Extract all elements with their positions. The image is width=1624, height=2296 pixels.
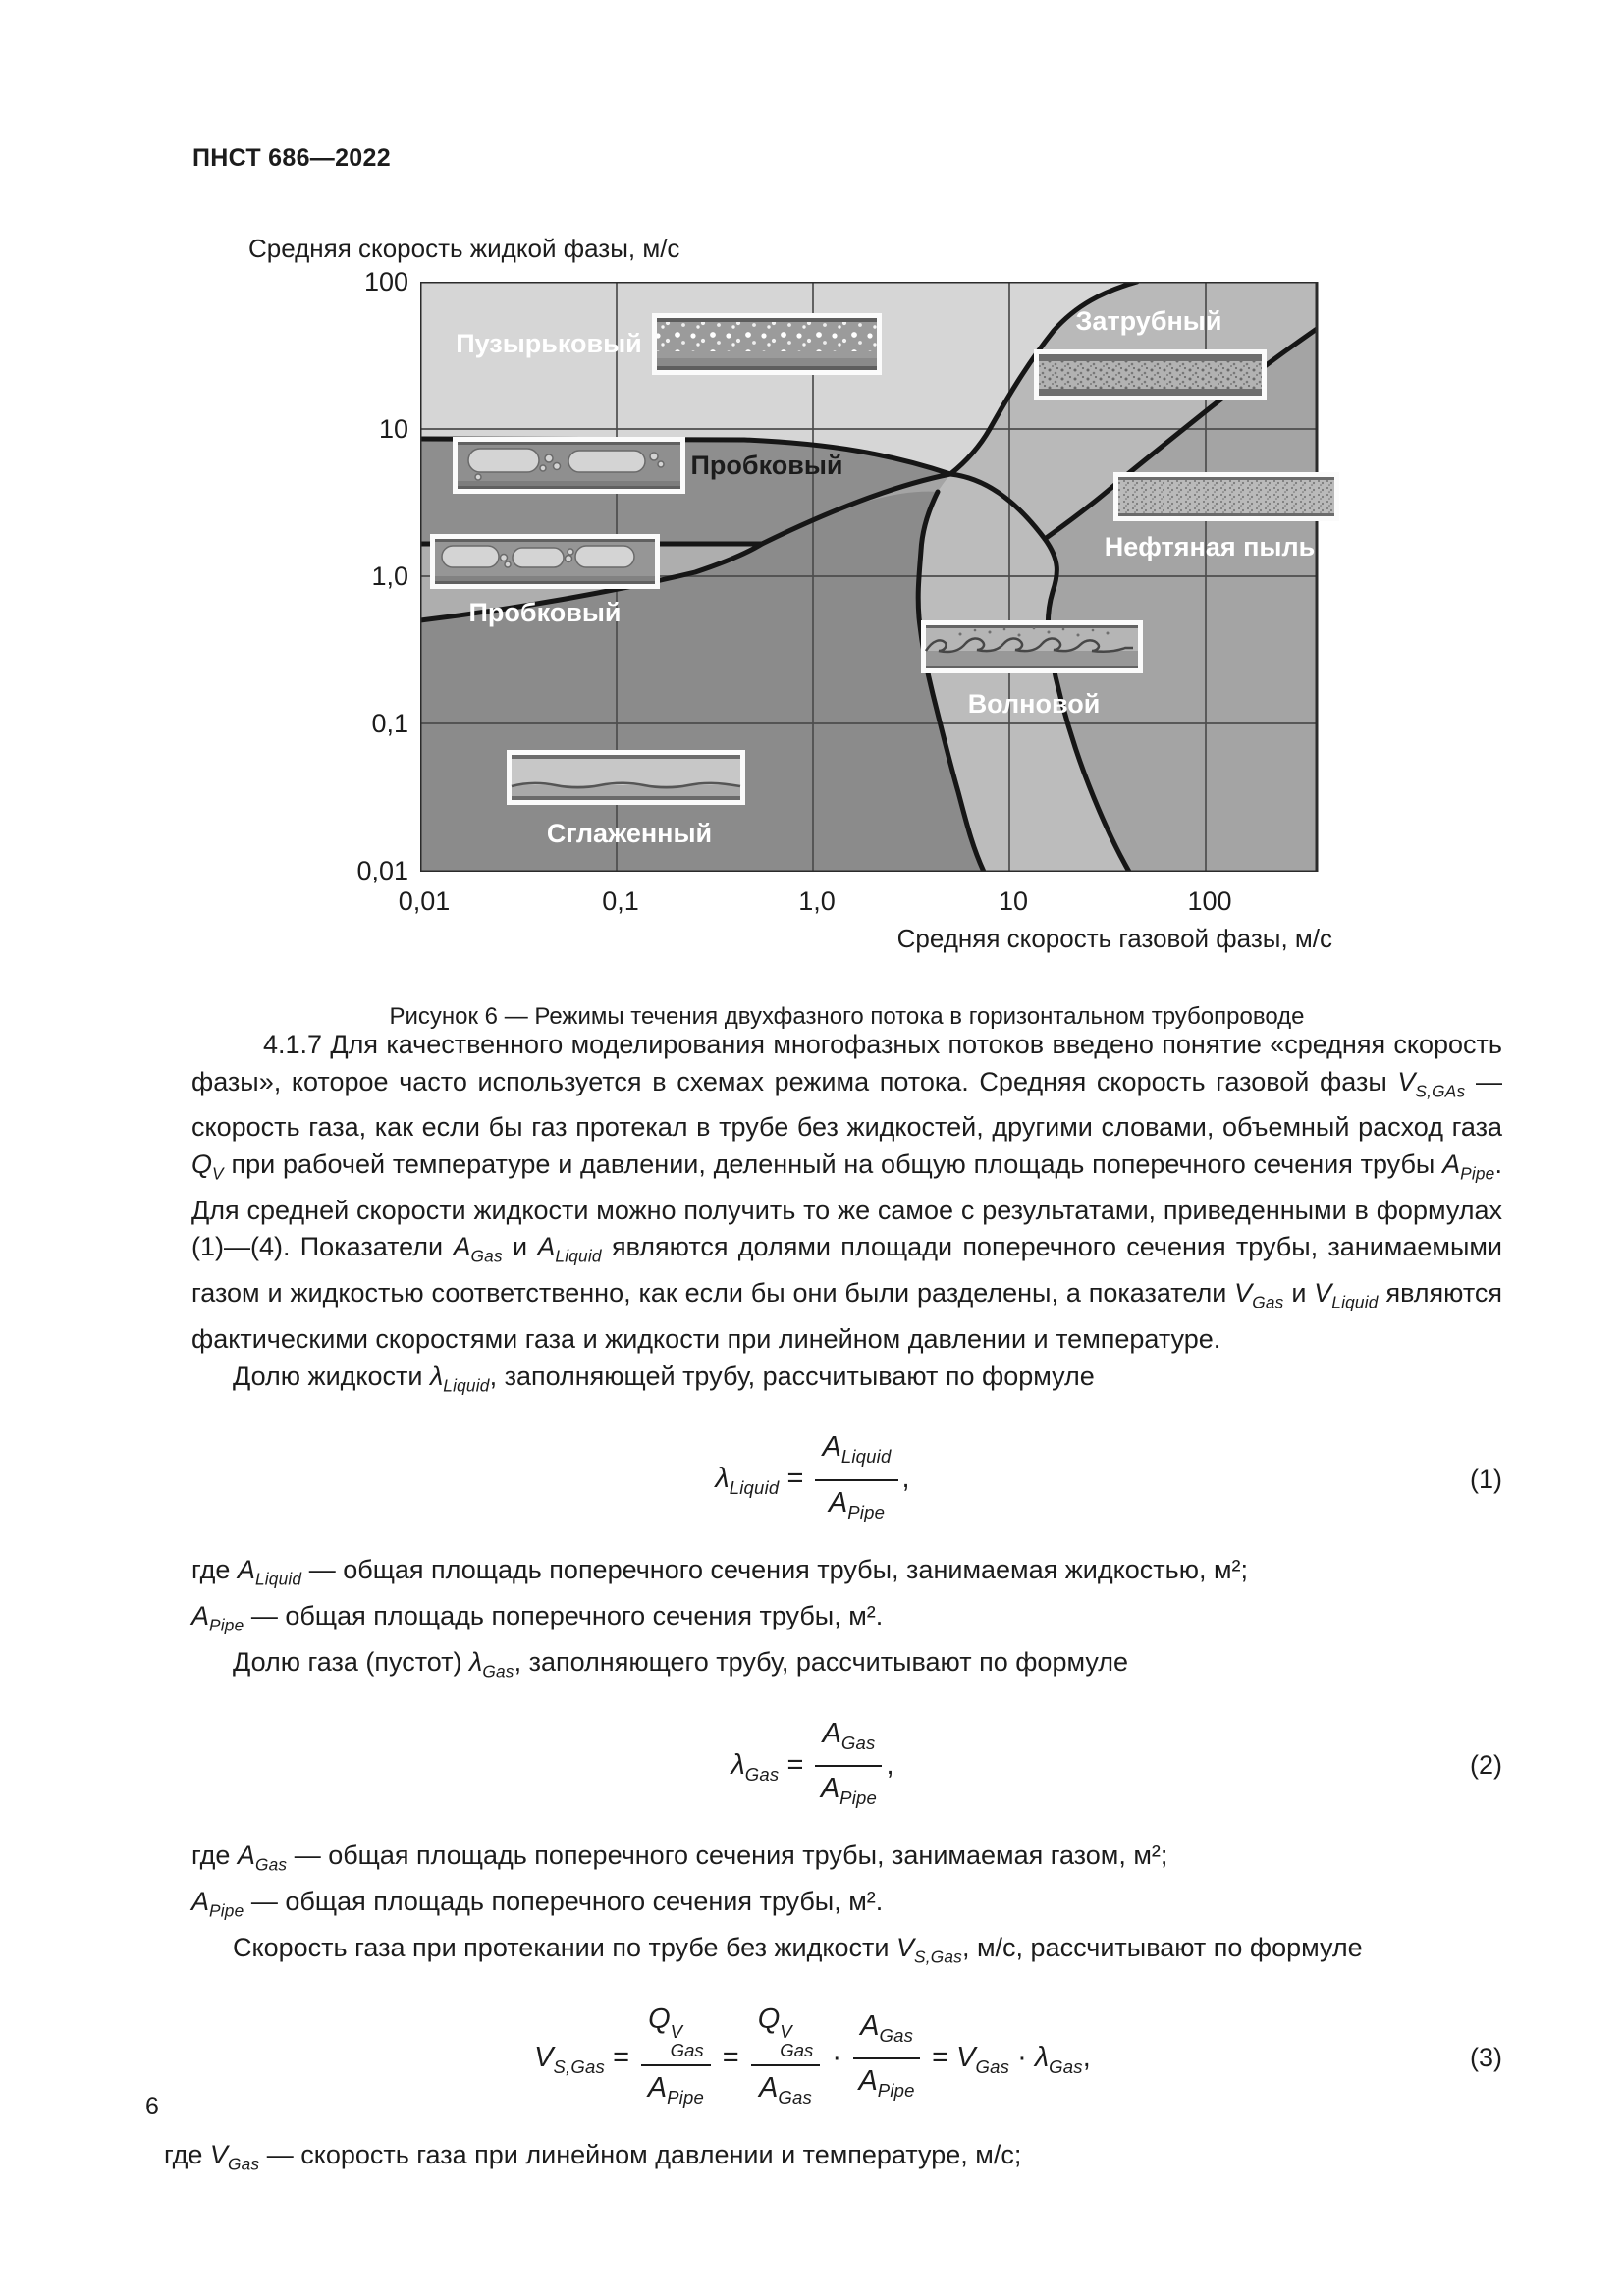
region-label-annular: Затрубный (1076, 306, 1222, 336)
where-2-line-2: APipe — общая площадь поперечного сечени… (191, 1887, 884, 1921)
boundary-slug-rise (420, 471, 953, 623)
x-tick-10: 10 (998, 886, 1029, 916)
flow-regime-chart: Пузырьковый Затрубный Пробковый Пробковы… (420, 282, 1339, 872)
x-tick-100: 100 (1187, 886, 1232, 916)
region-bubble (420, 282, 1137, 474)
region-label-smooth: Сглаженный (547, 819, 712, 848)
where-3-line-1: где VGas — скорость газа при линейном да… (164, 2140, 1022, 2174)
x-tick-0-01: 0,01 (398, 886, 451, 916)
y-axis-title: Средняя скорость жидкой фазы, м/с (248, 234, 680, 263)
paragraph-4-1-7: 4.1.7 Для качественного моделирования мн… (191, 1030, 1503, 1355)
document-code: ПНСТ 686—2022 (192, 144, 391, 172)
intro-liquid-fraction: Долю жидкости λLiquid, заполняющей трубу… (233, 1361, 1095, 1395)
y-tick-0-1: 0,1 (371, 709, 408, 738)
figure-caption: Рисунок 6 — Режимы течения двухфазного п… (389, 1003, 1305, 1030)
y-tick-0-01: 0,01 (356, 856, 408, 885)
region-label-slug-lower: Пробковый (469, 598, 622, 627)
y-tick-10: 10 (378, 414, 408, 444)
slug-flow-inset-upper (453, 437, 685, 494)
x-tick-1: 1,0 (798, 886, 836, 916)
where-2-line-1: где AGas — общая площадь поперечного сеч… (191, 1841, 1168, 1875)
body-text: 4.1.7 Для качественного моделирования мн… (164, 1027, 1503, 2183)
boundary-bubble-annular (947, 282, 1140, 477)
intro-gas-velocity: Скорость газа при протекании по трубе бе… (233, 1933, 1363, 1967)
bubble-flow-inset (652, 313, 882, 375)
slug-flow-inset-lower (430, 534, 660, 589)
formula-1-number: (1) (1470, 1465, 1502, 1494)
region-label-slug-upper: Пробковый (691, 451, 843, 480)
plot-border (420, 282, 1319, 872)
x-tick-0-1: 0,1 (602, 886, 639, 916)
y-tick-1: 1,0 (371, 561, 408, 591)
formula-2-number: (2) (1470, 1750, 1502, 1781)
where-1-line-1: где ALiquid — общая площадь поперечного … (191, 1555, 1249, 1589)
x-axis-title: Средняя скорость газовой фазы, м/с (896, 924, 1332, 953)
region-label-wave: Волновой (968, 689, 1101, 719)
formula-3-number: (3) (1470, 2043, 1502, 2073)
boundary-bubble-slug (420, 436, 953, 477)
intro-gas-fraction: Долю газа (пустот) λGas, заполняющего тр… (233, 1646, 1128, 1682)
annular-flow-inset (1034, 349, 1267, 400)
where-1-line-2: APipe — общая площадь поперечного сечени… (191, 1600, 884, 1635)
y-tick-100: 100 (363, 267, 408, 296)
region-label-bubble: Пузырьковый (456, 329, 642, 358)
mist-flow-inset (1113, 472, 1339, 521)
boundary-wave-left (915, 489, 987, 872)
region-label-mist: Нефтяная пыль (1105, 532, 1315, 561)
page-number: 6 (145, 2093, 159, 2120)
smooth-flow-inset (507, 750, 745, 805)
wave-flow-inset (921, 620, 1143, 673)
